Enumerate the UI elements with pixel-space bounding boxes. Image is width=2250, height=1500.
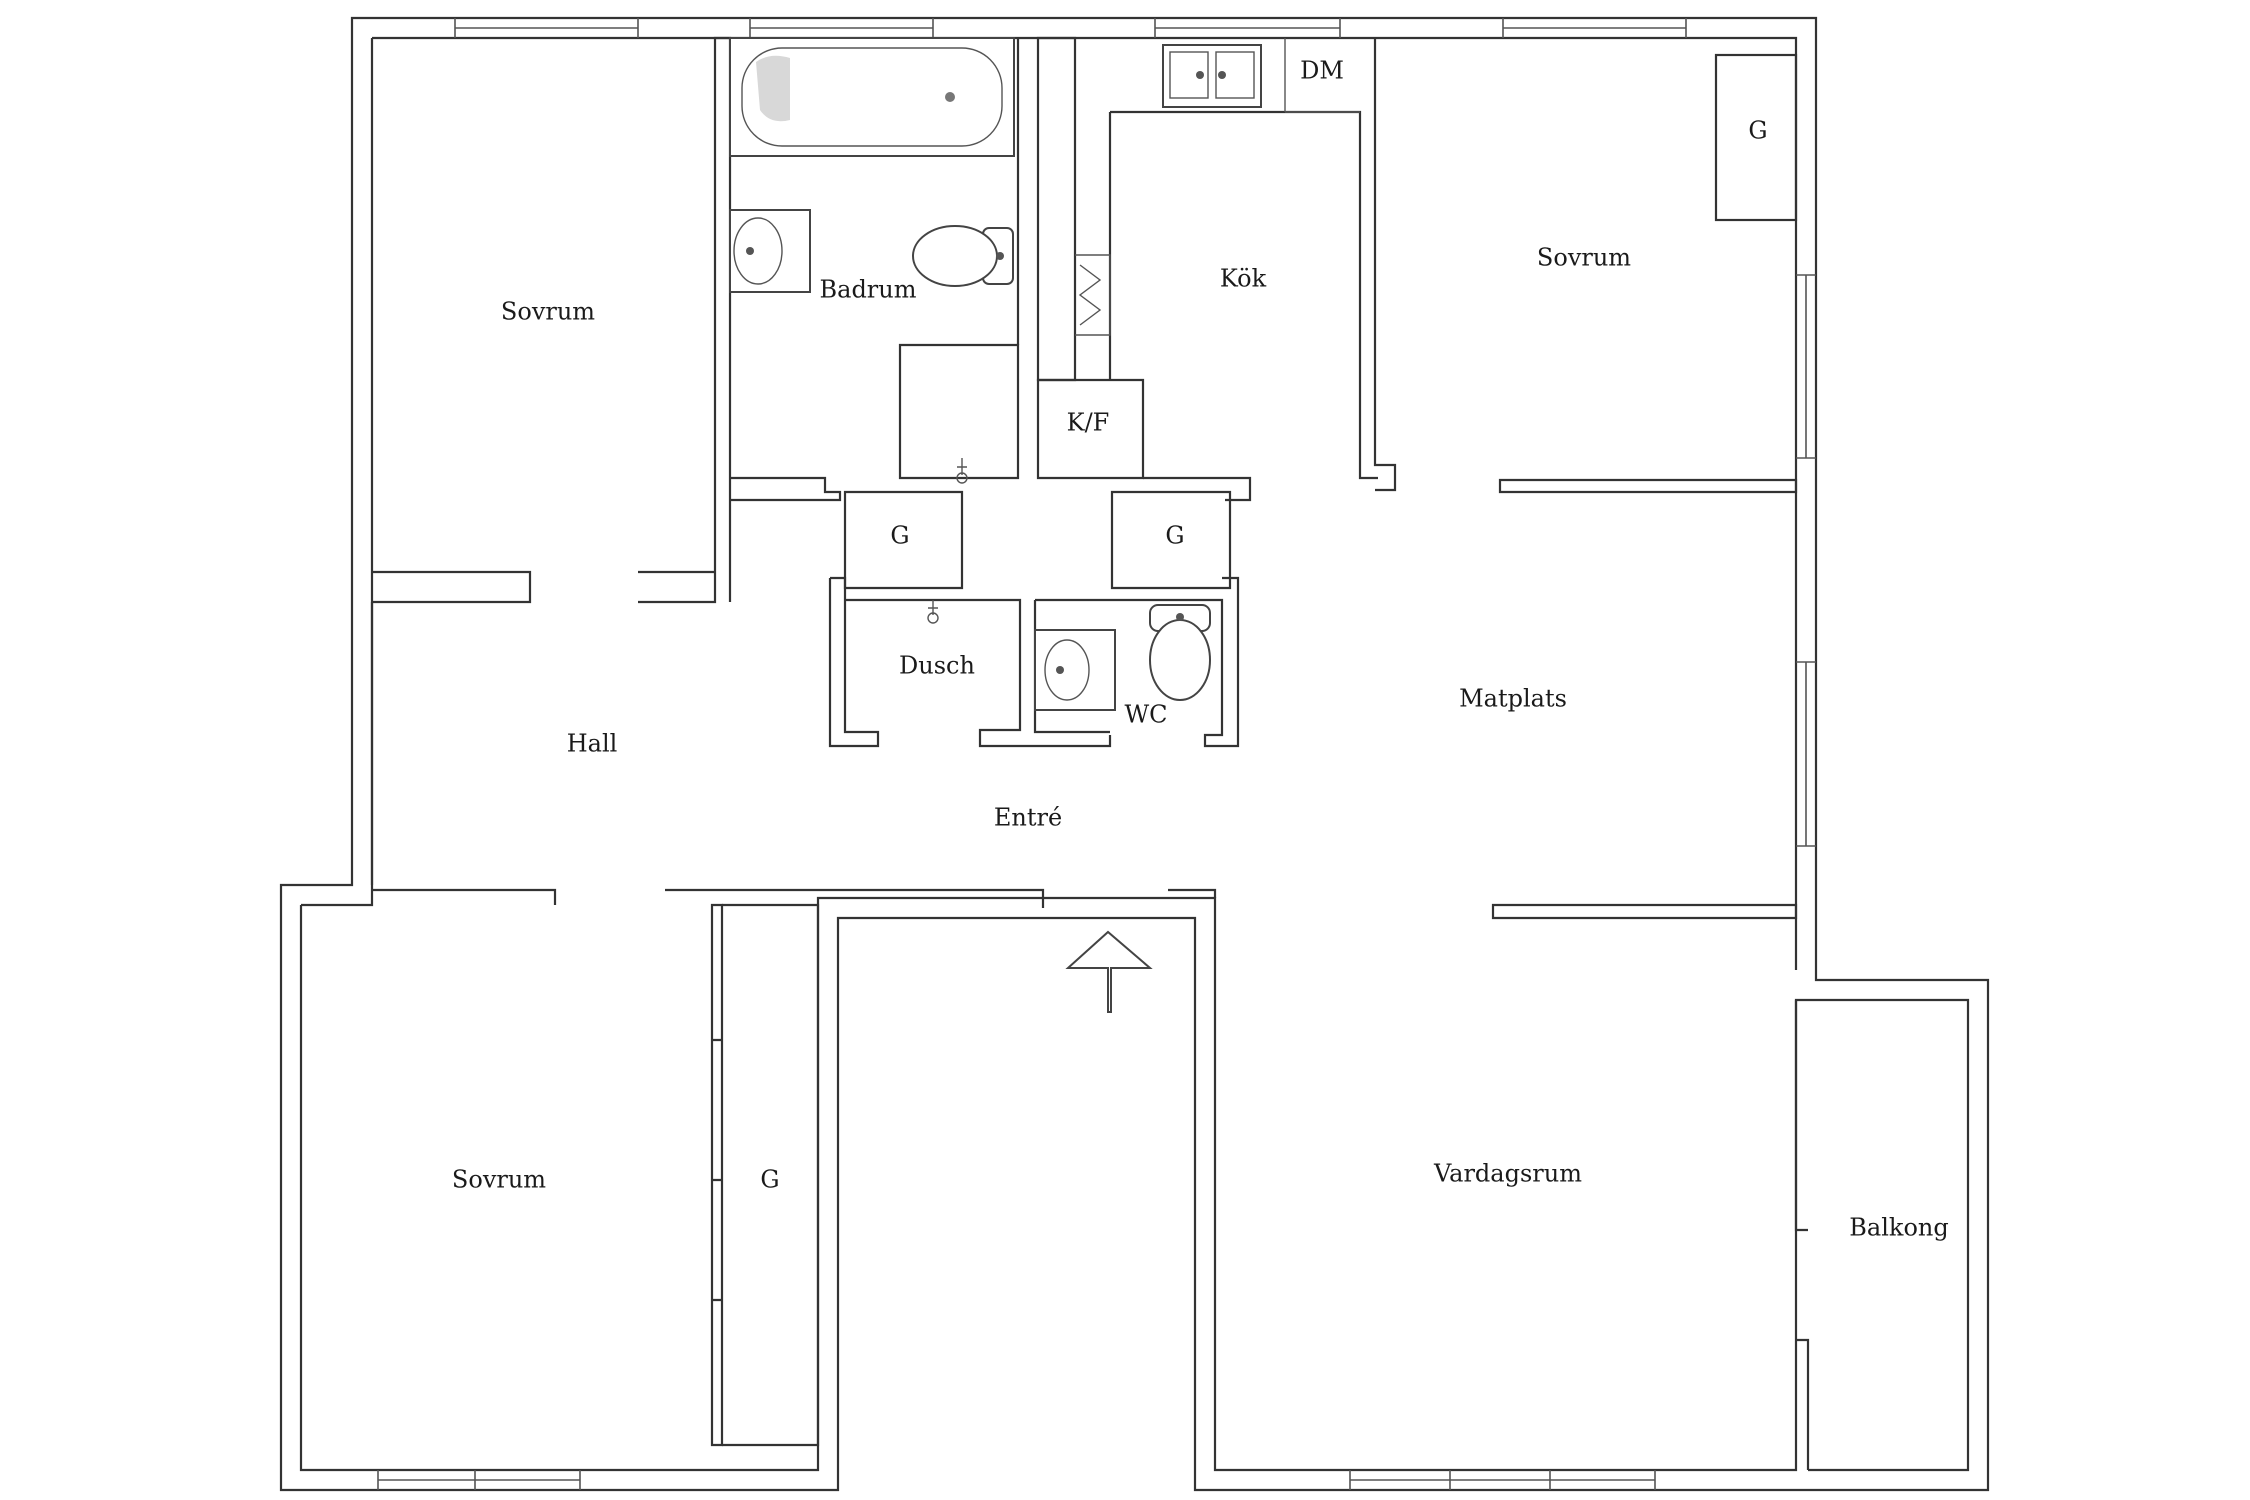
shower-heads [927,458,968,624]
toilet-badrum [912,225,1014,287]
label-dusch: Dusch [899,652,975,680]
label-sovrum-top-left: Sovrum [501,298,595,326]
label-kok: Kök [1220,265,1267,293]
label-sovrum-bottom-left: Sovrum [452,1166,546,1194]
label-vardagsrum: Vardagsrum [1433,1160,1582,1188]
label-garderob-hall-right: G [1165,522,1184,550]
label-kf: K/F [1067,409,1110,437]
label-badrum: Badrum [820,276,917,304]
entrance-arrow-icon [1065,930,1153,1013]
washbasin-badrum [729,209,811,293]
exterior-walls [279,16,1990,1492]
bathtub [729,37,1015,157]
label-entre: Entré [994,804,1062,832]
label-garderob-hall-left: G [890,522,909,550]
label-wc: WC [1124,701,1167,729]
label-sovrum-top-right: Sovrum [1537,244,1631,272]
label-garderob-bottom: G [760,1166,779,1194]
kitchen-sink [1162,38,1360,113]
windows [377,18,1816,1490]
fridge-box [1075,254,1111,336]
label-balkong: Balkong [1849,1214,1948,1242]
label-garderob-top-right: G [1748,117,1767,145]
wardrobe-top-right [1714,53,1798,222]
label-matplats: Matplats [1459,685,1567,713]
label-dm: DM [1300,57,1344,85]
toilet-wc [1149,604,1211,701]
label-hall: Hall [567,730,618,758]
washbasin-wc [1034,629,1116,711]
room-labels: Sovrum Badrum Kök DM Sovrum G K/F G G Du… [452,57,1949,1242]
